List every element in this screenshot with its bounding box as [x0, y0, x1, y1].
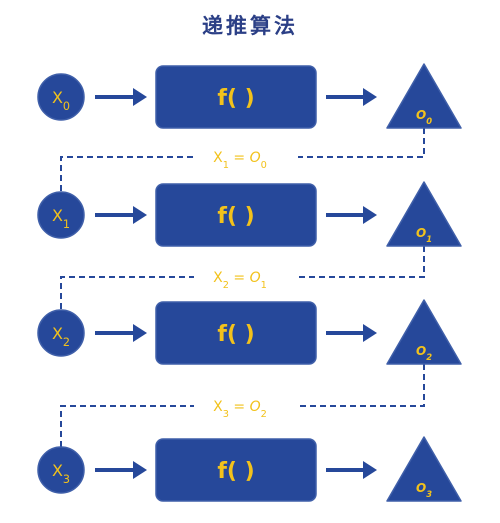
- input-label: X1: [52, 206, 70, 231]
- equation-rhs: O: [250, 150, 261, 166]
- equation-lhs: X: [213, 270, 223, 286]
- equation-rhs-subscript: 0: [261, 160, 267, 171]
- output-node: O0: [386, 63, 462, 129]
- equation-lhs: X: [213, 150, 223, 166]
- input-node: X2: [37, 309, 85, 357]
- output-label-base: O: [416, 481, 426, 495]
- input-arrow-head: [133, 324, 147, 342]
- function-label: f( ): [217, 86, 254, 111]
- input-arrow-head: [133, 461, 147, 479]
- feedback-link: X2 = O1: [60, 246, 425, 310]
- input-arrow-head: [133, 206, 147, 224]
- output-triangle: [386, 299, 462, 365]
- equation-lhs-subscript: 2: [223, 280, 229, 291]
- input-arrow-head: [133, 88, 147, 106]
- output-label-base: O: [416, 226, 426, 240]
- equation-equals: =: [229, 150, 250, 166]
- function-box-rect: [155, 438, 317, 502]
- input-label-subscript: 0: [63, 100, 70, 113]
- input-label-base: X: [52, 88, 63, 107]
- function-box-rect: [155, 301, 317, 365]
- input-label-base: X: [52, 206, 63, 225]
- output-arrow-head: [363, 88, 377, 106]
- input-label-base: X: [52, 324, 63, 343]
- equation-rhs: O: [250, 399, 261, 415]
- output-node: O3: [386, 436, 462, 502]
- input-node: X3: [37, 446, 85, 494]
- output-label: O3: [416, 481, 432, 499]
- input-arrow: [95, 324, 147, 342]
- output-node: O2: [386, 299, 462, 365]
- input-label: X3: [52, 461, 70, 486]
- output-arrow: [326, 88, 377, 106]
- input-node: X0: [37, 73, 85, 121]
- input-label-subscript: 1: [63, 218, 70, 231]
- output-label-subscript: 3: [426, 489, 432, 499]
- function-box: f( ): [155, 65, 317, 129]
- diagram-title: 递推算法: [202, 14, 298, 38]
- function-box-rect: [155, 65, 317, 129]
- feedback-equation: X1 = O0: [213, 150, 267, 171]
- input-label: X2: [52, 324, 70, 349]
- function-box: f( ): [155, 183, 317, 247]
- output-label: O1: [416, 226, 432, 244]
- feedback-label-bg: [194, 396, 298, 416]
- input-label-subscript: 2: [63, 336, 70, 349]
- output-label: O0: [416, 108, 432, 126]
- feedback-equation: X2 = O1: [213, 270, 267, 291]
- output-arrow-head: [363, 461, 377, 479]
- output-arrow-head: [363, 206, 377, 224]
- input-circle: [37, 73, 85, 121]
- input-arrow: [95, 88, 147, 106]
- output-label-subscript: 0: [426, 116, 432, 126]
- function-label: f( ): [217, 322, 254, 347]
- feedback-link: X3 = O2: [60, 364, 425, 447]
- output-triangle: [386, 436, 462, 502]
- input-arrow: [95, 206, 147, 224]
- output-label-subscript: 1: [426, 234, 432, 244]
- input-circle: [37, 309, 85, 357]
- input-arrow: [95, 461, 147, 479]
- input-node: X1: [37, 191, 85, 239]
- function-label: f( ): [217, 459, 254, 484]
- function-box: f( ): [155, 301, 317, 365]
- equation-rhs-subscript: 1: [261, 280, 267, 291]
- function-label: f( ): [217, 204, 254, 229]
- output-arrow: [326, 461, 377, 479]
- input-label-subscript: 3: [63, 473, 70, 486]
- equation-rhs: O: [250, 270, 261, 286]
- feedback-equation: X3 = O2: [213, 399, 267, 420]
- output-label: O2: [416, 344, 432, 362]
- equation-rhs-subscript: 2: [261, 409, 267, 420]
- output-triangle: [386, 63, 462, 129]
- feedback-label-bg: [194, 267, 298, 287]
- input-circle: [37, 191, 85, 239]
- output-arrow-head: [363, 324, 377, 342]
- equation-lhs-subscript: 1: [223, 160, 229, 171]
- equation-lhs-subscript: 3: [223, 409, 229, 420]
- equation-equals: =: [229, 399, 250, 415]
- input-label-base: X: [52, 461, 63, 480]
- output-node: O1: [386, 181, 462, 247]
- feedback-link: X1 = O0: [60, 128, 425, 192]
- output-label-base: O: [416, 344, 426, 358]
- output-label-base: O: [416, 108, 426, 122]
- output-triangle: [386, 181, 462, 247]
- input-circle: [37, 446, 85, 494]
- output-arrow: [326, 324, 377, 342]
- output-label-subscript: 2: [426, 352, 432, 362]
- output-arrow: [326, 206, 377, 224]
- function-box-rect: [155, 183, 317, 247]
- equation-lhs: X: [213, 399, 223, 415]
- input-label: X0: [52, 88, 70, 113]
- feedback-label-bg: [194, 147, 298, 167]
- function-box: f( ): [155, 438, 317, 502]
- equation-equals: =: [229, 270, 250, 286]
